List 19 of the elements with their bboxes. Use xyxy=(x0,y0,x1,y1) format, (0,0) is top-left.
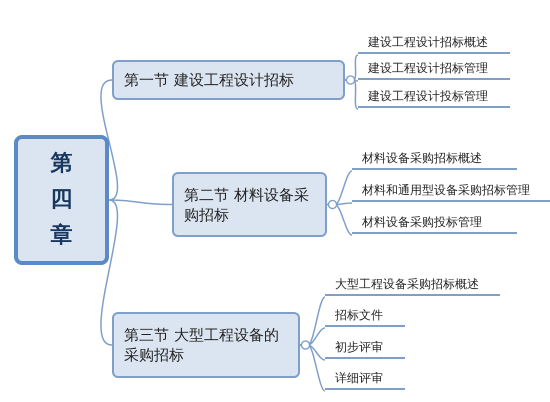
topic-label: 材料设备采购招标概述 xyxy=(352,150,517,170)
topic-label: 招标文件 xyxy=(325,307,405,327)
connector xyxy=(100,199,118,346)
connector xyxy=(327,200,352,236)
topic-label: 详细评审 xyxy=(325,370,405,390)
topic-label: 初步评审 xyxy=(325,339,405,359)
topic-label: 建设工程设计招标管理 xyxy=(358,60,510,80)
topic-label: 大型工程设备采购招标概述 xyxy=(325,276,500,296)
connector xyxy=(100,79,118,201)
section-box: 第三节 大型工程设备的采购招标 xyxy=(112,312,300,378)
chapter-box: 第四章 xyxy=(14,135,109,265)
topic-label: 建设工程设计招标概述 xyxy=(358,34,510,54)
section-box: 第二节 材料设备采购招标 xyxy=(172,172,327,237)
section-box: 第一节 建设工程设计招标 xyxy=(112,60,345,100)
connector xyxy=(300,340,326,392)
topic-label: 材料设备采购投标管理 xyxy=(352,214,517,234)
topic-label: 材料和通用型设备采购招标管理 xyxy=(352,182,550,202)
topic-label: 建设工程设计投标管理 xyxy=(358,88,510,108)
connector xyxy=(345,75,358,110)
